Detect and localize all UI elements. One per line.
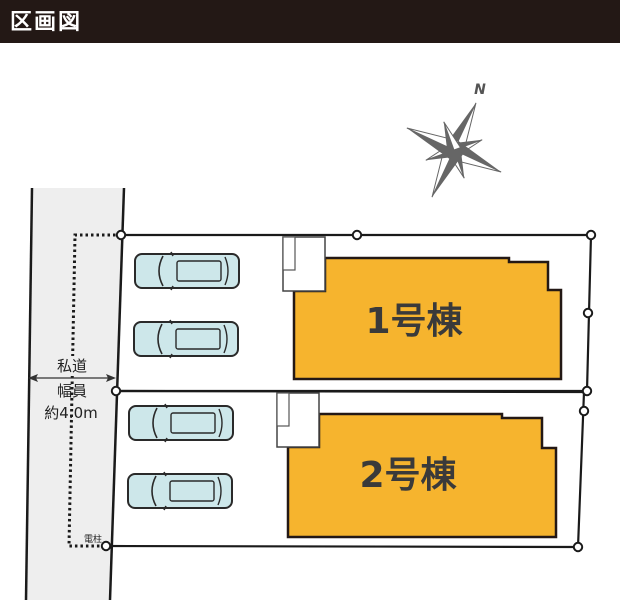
boundary-marker: [351, 229, 363, 241]
porch-1-step: [282, 236, 296, 271]
boundary-marker: [115, 229, 127, 241]
compass-point: [432, 150, 464, 198]
compass-point: [454, 140, 502, 172]
boundary-marker: [100, 540, 112, 552]
arrow-head-left: [28, 374, 38, 382]
road-width-value: 約4.0m: [44, 404, 97, 422]
compass-icon: N: [406, 82, 502, 198]
road-label-bg: [52, 356, 78, 374]
boundary-marker: [585, 229, 597, 241]
setback-dotted-line: [67, 233, 121, 548]
car-icon: [127, 471, 233, 511]
compass-point-light: [443, 121, 462, 151]
car-icon: [133, 319, 239, 359]
car-icon: [128, 403, 234, 443]
car-icon: [134, 251, 240, 291]
building-1-label: 1号棟: [365, 301, 463, 342]
header-bar: 区画図: [0, 0, 620, 43]
boundary-marker: [110, 385, 122, 397]
arrow-head-right: [106, 374, 116, 382]
boundary-marker: [582, 307, 594, 319]
compass-north-label: N: [474, 82, 486, 98]
road-width-label: 幅員: [57, 382, 87, 400]
porch-2-step: [276, 392, 290, 427]
boundary-marker: [578, 405, 590, 417]
boundary-marker: [572, 541, 584, 553]
compass-point: [406, 128, 454, 160]
lot-2-boundary: [105, 389, 586, 549]
private-road: [26, 188, 124, 600]
road-edge-left: [24, 187, 34, 601]
building-2-label: 2号棟: [359, 455, 457, 496]
page-title: 区画図: [10, 9, 83, 35]
utility-pole-label: 電柱: [84, 533, 102, 545]
boundary-marker: [581, 385, 593, 397]
road-type-label: 私道: [57, 357, 87, 375]
